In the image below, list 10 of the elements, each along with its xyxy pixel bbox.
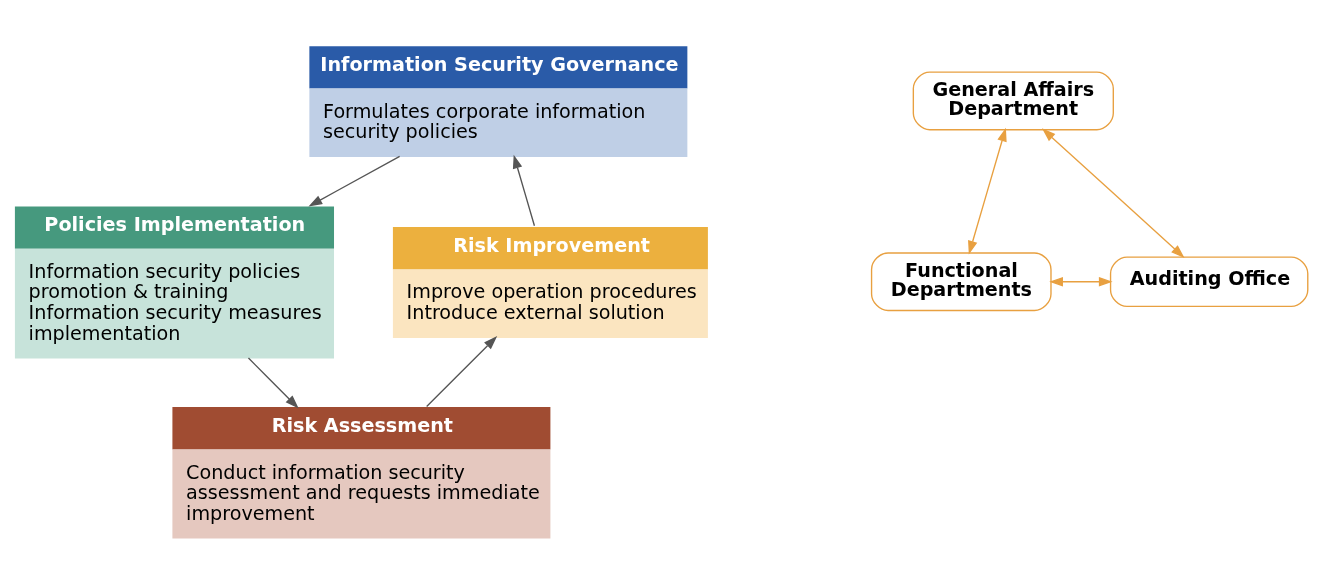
node-box: Auditing Office <box>1109 255 1309 307</box>
arrow <box>308 155 401 206</box>
node-box: General Affairs Department <box>912 71 1114 130</box>
arrow <box>968 127 1007 255</box>
arrow <box>247 356 299 408</box>
arrow <box>1049 276 1113 287</box>
arrow <box>1041 127 1185 258</box>
node-box: Functional Departments <box>870 251 1052 311</box>
arrow <box>512 154 536 226</box>
arrow <box>425 335 498 407</box>
